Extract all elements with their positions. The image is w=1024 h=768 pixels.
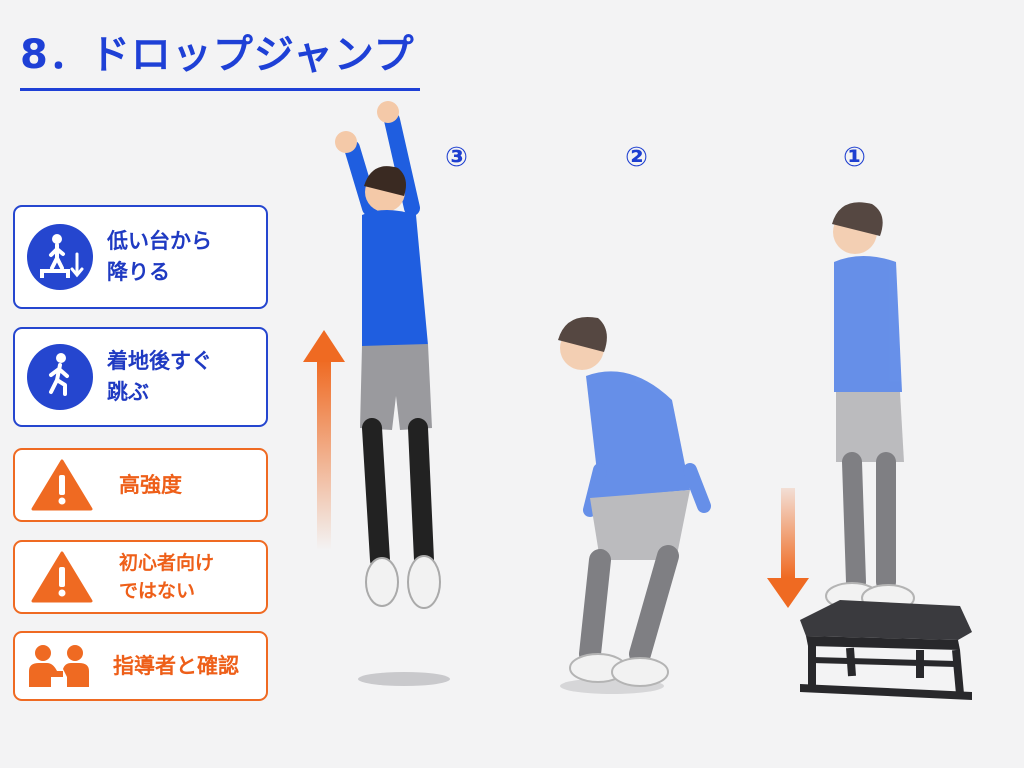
title-underline bbox=[20, 88, 420, 91]
instructor-icon bbox=[29, 645, 89, 687]
warning-icon bbox=[31, 459, 93, 511]
card-consult-instructor: 指導者と確認 bbox=[13, 631, 268, 701]
athlete-landing-squat bbox=[558, 316, 711, 694]
walking-person-icon bbox=[27, 344, 93, 410]
card-text: 初心者向け ではない bbox=[119, 552, 215, 602]
athlete-standing-on-box bbox=[825, 202, 915, 612]
step-down-person-icon bbox=[27, 224, 93, 290]
card-text: 高強度 bbox=[119, 472, 182, 497]
card-step-down: 低い台から 降りる bbox=[13, 205, 268, 309]
downward-arrow bbox=[767, 488, 809, 608]
card-jump-after-landing: 着地後すぐ 跳ぶ bbox=[13, 327, 268, 427]
page-title: 8．ドロップジャンプ bbox=[20, 32, 415, 78]
upward-arrow bbox=[303, 330, 345, 550]
step-number-1: ① bbox=[843, 142, 866, 173]
plyo-box bbox=[800, 600, 972, 700]
warning-icon bbox=[31, 551, 93, 603]
card-text: 低い台から 降りる bbox=[107, 229, 212, 284]
card-text: 指導者と確認 bbox=[113, 653, 239, 678]
card-text: 着地後すぐ 跳ぶ bbox=[107, 349, 212, 404]
step-number-3: ③ bbox=[445, 142, 468, 173]
step-number-2: ② bbox=[625, 142, 648, 173]
card-high-intensity: 高強度 bbox=[13, 448, 268, 522]
athlete-jumping bbox=[335, 101, 450, 686]
card-not-for-beginners: 初心者向け ではない bbox=[13, 540, 268, 614]
